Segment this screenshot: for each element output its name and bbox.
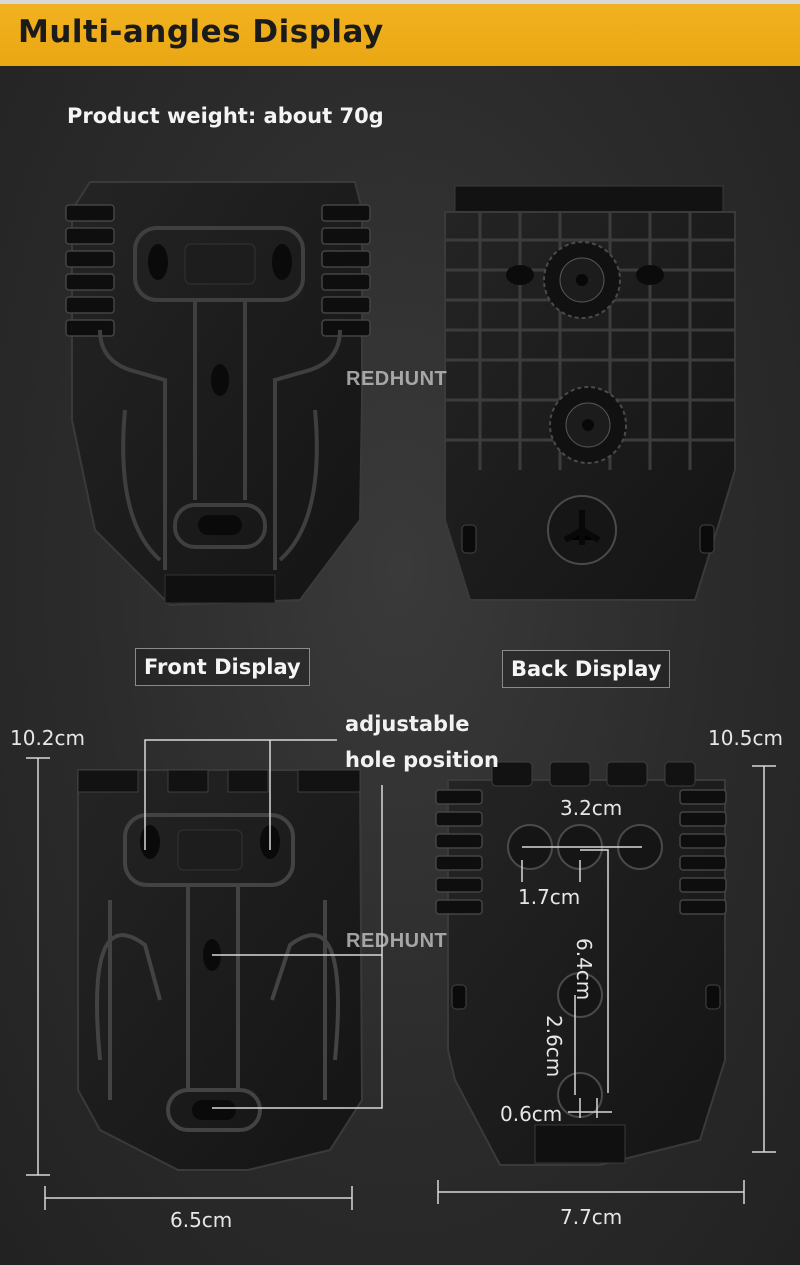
dimension-lines [26,739,776,1210]
lower-spacing-label: 2.6cm [542,1015,566,1078]
watermark-top: REDHUNT [346,368,448,390]
section-header: Multi-angles Display [0,0,800,66]
annotation-line-1: adjustable [345,712,470,736]
back-view-dimensions [435,761,727,1166]
section-title: Multi-angles Display [18,14,384,50]
watermark-bottom: REDHUNT [346,930,448,952]
front-view-top [65,181,371,607]
back-height-label: 10.5cm [708,726,784,750]
front-height-label: 10.2cm [10,726,86,750]
product-weight: Product weight: about 70g [67,104,384,128]
back-width-label: 7.7cm [560,1205,623,1229]
small-offset-label: 0.6cm [500,1102,563,1126]
back-display-caption: Back Display [502,650,671,688]
hole-span-label: 3.2cm [560,796,623,820]
annotation-line-2: hole position [345,748,499,772]
vertical-distance-label: 6.4cm [572,938,596,1001]
back-view-top [444,185,736,601]
front-width-label: 6.5cm [170,1208,233,1232]
hole-spacing-label: 1.7cm [518,885,581,909]
front-display-caption: Front Display [135,648,310,686]
front-view-dimensions [77,769,364,1171]
